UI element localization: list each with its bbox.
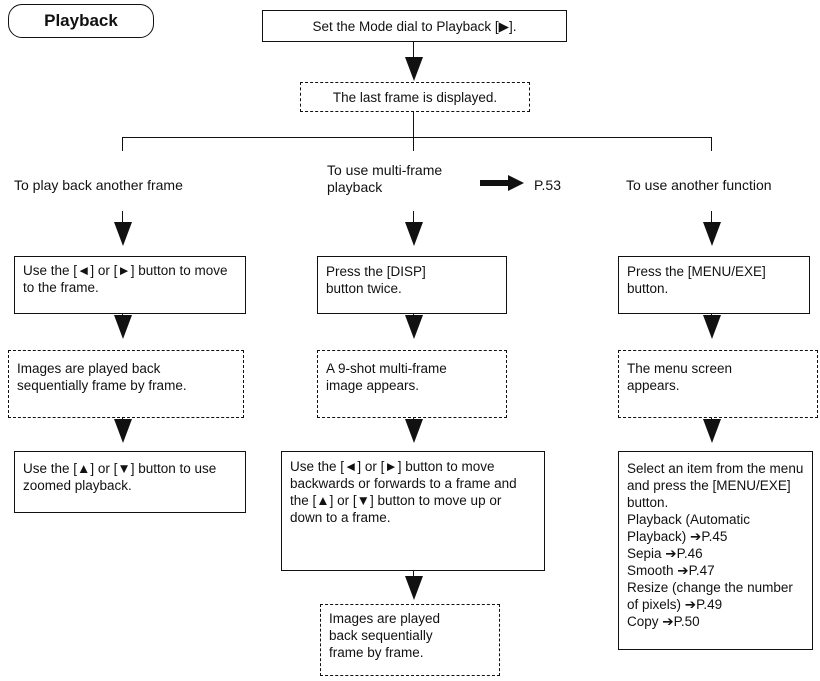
menu-item-label: Sepia bbox=[627, 546, 666, 561]
text-line: A 9-shot multi-frame bbox=[326, 361, 447, 376]
connector-line bbox=[413, 211, 415, 225]
section-title: Playback bbox=[8, 4, 154, 38]
right-step-select-item: Select an item from the menu and press t… bbox=[618, 451, 813, 650]
left-step-zoom-text: Use the [▲] or [▼] button to use zoomed … bbox=[23, 461, 217, 493]
connector-line bbox=[122, 211, 124, 225]
menu-item-reference: Resize (change the number of pixels) ➔P.… bbox=[627, 579, 804, 613]
middle-result-9shot: A 9-shot multi-frame image appears. bbox=[317, 350, 507, 418]
flow-arrow bbox=[703, 419, 721, 443]
text-line: Press the [MENU/EXE] bbox=[627, 264, 766, 279]
connector-line bbox=[413, 571, 415, 579]
middle-step-disp: Press the [DISP] button twice. bbox=[317, 256, 507, 314]
text-line: The menu screen bbox=[627, 361, 733, 376]
menu-item-page: P.49 bbox=[696, 597, 723, 612]
left-step-move-frame: Use the [◄] or [►] button to move to the… bbox=[14, 256, 246, 314]
right-arrow-icon: ➔ bbox=[690, 529, 702, 544]
right-arrow-icon: ➔ bbox=[677, 563, 689, 578]
right-arrow-icon: ➔ bbox=[684, 597, 697, 612]
flow-arrow bbox=[114, 419, 132, 443]
connector-line bbox=[413, 112, 415, 138]
menu-item-reference: Smooth ➔P.47 bbox=[627, 562, 804, 579]
connector-line bbox=[711, 211, 713, 225]
left-step-zoom: Use the [▲] or [▼] button to use zoomed … bbox=[14, 451, 246, 513]
reference-page: P.53 bbox=[534, 177, 561, 193]
result-last-frame-text: The last frame is displayed. bbox=[332, 89, 498, 105]
result-last-frame: The last frame is displayed. bbox=[300, 82, 530, 112]
select-intro-text: Select an item from the menu and press t… bbox=[627, 461, 804, 510]
text-line: image appears. bbox=[326, 378, 420, 393]
connector-line bbox=[413, 137, 415, 151]
text-line: Press the [DISP] bbox=[326, 264, 426, 279]
flow-arrow bbox=[703, 222, 721, 246]
menu-item-reference: Copy ➔P.50 bbox=[627, 613, 804, 630]
right-arrow-icon: ➔ bbox=[665, 546, 677, 561]
menu-item-label: Playback (Automatic Playback) bbox=[627, 512, 751, 544]
flow-arrow bbox=[703, 315, 721, 339]
menu-item-label: Resize (change the number of pixels) bbox=[627, 580, 793, 612]
middle-step-navigate: Use the [◄] or [►] button to move backwa… bbox=[281, 451, 545, 571]
flow-arrow bbox=[405, 57, 423, 81]
branch-heading-middle: To use multi-frame playback bbox=[327, 162, 442, 196]
left-result-sequential: Images are played back sequentially fram… bbox=[8, 350, 244, 418]
left-step-move-frame-text: Use the [◄] or [►] button to move to the… bbox=[23, 263, 228, 295]
text-line: button twice. bbox=[326, 281, 402, 296]
text-line: frame by frame. bbox=[329, 645, 424, 660]
flow-arrow bbox=[114, 315, 132, 339]
menu-item-page: P.45 bbox=[701, 529, 728, 544]
connector-line bbox=[711, 137, 713, 151]
right-arrow-icon: ➔ bbox=[662, 614, 674, 629]
menu-item-page: P.46 bbox=[676, 546, 703, 561]
menu-item-reference: Sepia ➔P.46 bbox=[627, 545, 804, 562]
text-line: Images are played bbox=[329, 611, 441, 626]
flow-arrow bbox=[405, 222, 423, 246]
menu-item-label: Smooth bbox=[627, 563, 678, 578]
branch-heading-right: To use another function bbox=[626, 177, 772, 193]
flow-arrow bbox=[405, 419, 423, 443]
step-set-mode-dial: Set the Mode dial to Playback [▶]. bbox=[262, 10, 567, 42]
right-result-menu-screen: The menu screen appears. bbox=[618, 350, 818, 418]
menu-item-label: Copy bbox=[627, 614, 663, 629]
menu-item-page: P.50 bbox=[673, 614, 700, 629]
text-line: appears. bbox=[627, 378, 680, 393]
text-line: back sequentially bbox=[329, 628, 433, 643]
connector-line bbox=[122, 137, 124, 151]
heading-line: playback bbox=[327, 179, 383, 195]
step-set-mode-dial-text: Set the Mode dial to Playback [▶]. bbox=[312, 18, 517, 34]
left-result-sequential-text: Images are played back sequentially fram… bbox=[17, 361, 187, 393]
middle-result-sequential: Images are played back sequentially fram… bbox=[320, 604, 500, 676]
menu-item-page: P.47 bbox=[688, 563, 715, 578]
flow-arrow bbox=[114, 222, 132, 246]
right-step-menu: Press the [MENU/EXE] button. bbox=[618, 256, 810, 314]
branch-heading-left: To play back another frame bbox=[14, 177, 183, 193]
heading-line: To use multi-frame bbox=[327, 162, 443, 178]
reference-arrow-icon bbox=[480, 175, 524, 191]
middle-step-navigate-text: Use the [◄] or [►] button to move backwa… bbox=[290, 459, 517, 525]
branch-line bbox=[122, 137, 712, 139]
text-line: button. bbox=[627, 281, 669, 296]
flow-arrow bbox=[405, 576, 423, 600]
flow-arrow bbox=[405, 315, 423, 339]
menu-item-reference: Playback (Automatic Playback) ➔P.45 bbox=[627, 511, 804, 545]
connector-line bbox=[413, 42, 415, 60]
